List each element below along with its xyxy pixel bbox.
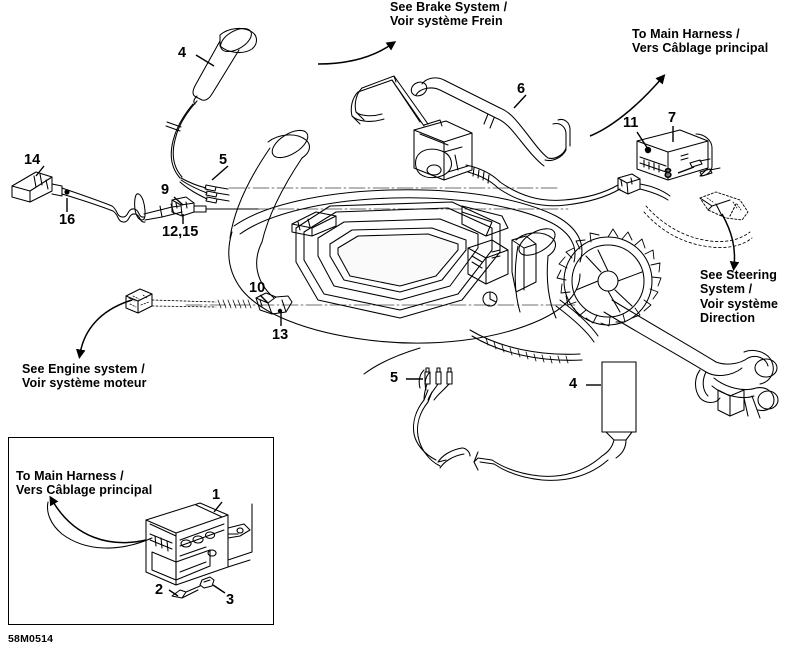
part-label-4-lower: 4 <box>569 376 578 392</box>
inset-detail-box <box>8 437 274 625</box>
brake-line <box>465 164 621 207</box>
callout-arrows <box>49 41 740 544</box>
track-guide <box>469 299 599 364</box>
arrow-main-harness-top <box>589 74 666 137</box>
steering-column <box>603 299 779 419</box>
callout-main-harness-inset: To Main Harness /Vers Câblage principal <box>16 469 153 498</box>
brake-assembly <box>350 75 473 181</box>
hose-6 <box>410 77 571 167</box>
part-label-5-lower: 5 <box>390 370 399 386</box>
part-label-16: 16 <box>59 212 76 228</box>
screws-8 <box>689 158 721 177</box>
callout-main-harness-top: To Main Harness /Vers Câblage principal <box>632 27 769 56</box>
wire-coil <box>217 299 252 309</box>
arrow-engine-system <box>76 299 133 360</box>
ecu-module-7 <box>636 129 713 181</box>
part-label-12-15: 12,15 <box>162 224 199 240</box>
callout-brake-system: See Brake System /Voir système Frein <box>390 0 508 29</box>
connector-bullets-lower <box>423 367 453 401</box>
arrow-brake-system <box>317 41 397 65</box>
part-label-8: 8 <box>664 166 673 182</box>
shock-absorber-upper-left <box>192 27 258 105</box>
part-label-4-upper: 4 <box>178 45 187 61</box>
part-label-14: 14 <box>24 152 41 168</box>
part-label-5-upper: 5 <box>219 152 228 168</box>
part-leader-lines <box>35 54 695 597</box>
chassis-body <box>228 129 583 344</box>
callout-engine-system: See Engine system /Voir système moteur <box>22 362 147 391</box>
inset-regulator-assembly <box>47 501 253 599</box>
bracket-9 <box>134 193 183 221</box>
part-label-6: 6 <box>517 81 526 97</box>
part-label-1: 1 <box>212 487 221 503</box>
figure-code: 58M0514 <box>8 633 54 645</box>
part-label-2: 2 <box>155 582 164 598</box>
harness-connector-right <box>617 173 641 195</box>
shock-absorber-lower <box>601 361 637 459</box>
arrow-steering-system <box>721 213 740 272</box>
steering-linkage-part <box>699 191 749 221</box>
connector-14 <box>11 171 63 203</box>
arrow-main-harness-inset <box>49 495 147 544</box>
part-label-3: 3 <box>226 592 235 608</box>
part-label-11: 11 <box>623 115 639 131</box>
part-label-7: 7 <box>668 110 677 126</box>
drive-sprocket <box>556 228 662 327</box>
connector-bullets-upper <box>204 184 230 204</box>
wire-dotted <box>151 299 217 308</box>
part-label-9: 9 <box>161 182 170 198</box>
tube-right <box>514 228 557 319</box>
part-label-13: 13 <box>272 327 289 343</box>
part-label-10: 10 <box>249 280 266 296</box>
